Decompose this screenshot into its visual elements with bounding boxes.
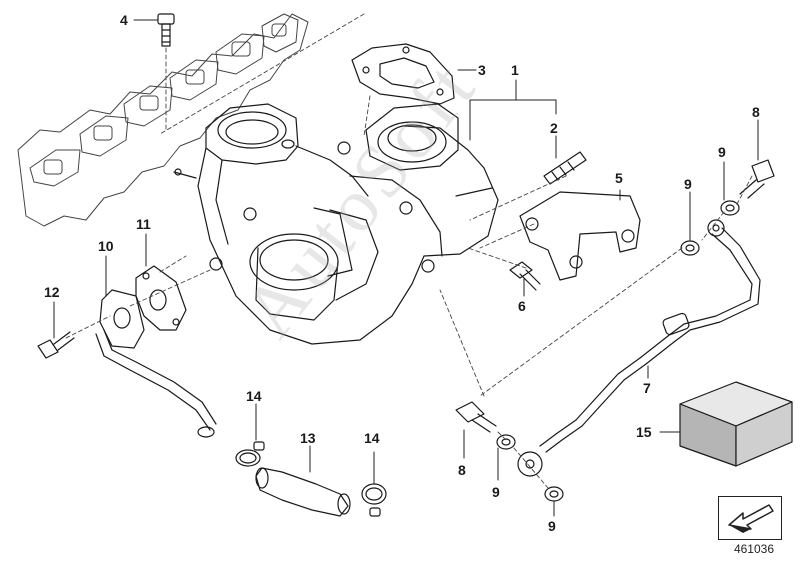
callout-14-left: 14	[246, 388, 262, 404]
callout-10: 10	[98, 238, 114, 254]
callout-12: 12	[44, 284, 60, 300]
callout-5: 5	[615, 170, 623, 186]
leader-lines	[53, 19, 759, 517]
exhaust-manifold	[17, 13, 309, 227]
document-number: 461036	[733, 542, 774, 556]
callout-13: 13	[300, 430, 316, 446]
bolt-12	[37, 331, 75, 359]
repair-kit-box-15	[679, 381, 793, 467]
gasket-11	[135, 265, 187, 331]
stud-2	[543, 151, 587, 185]
bracket-5	[519, 191, 641, 281]
callout-9-mid: 9	[684, 176, 692, 192]
callout-9-right: 9	[718, 144, 726, 160]
callout-6: 6	[518, 298, 526, 314]
bolt-8-bottom	[455, 401, 497, 433]
callout-7: 7	[643, 380, 651, 396]
gasket-3	[351, 43, 455, 105]
turbocharger	[173, 103, 499, 345]
callout-2: 2	[550, 120, 558, 136]
bolt-4	[157, 13, 175, 47]
callout-1: 1	[511, 62, 519, 78]
callout-9-lower: 9	[492, 484, 500, 500]
callout-8-bottom: 8	[458, 462, 466, 478]
assembly-lines	[65, 13, 753, 489]
bolt-6	[509, 261, 541, 291]
arrow-down-left-icon	[728, 504, 774, 533]
callout-11: 11	[136, 216, 151, 232]
callout-8-right: 8	[752, 104, 760, 120]
callout-9-bottom: 9	[548, 518, 556, 534]
next-page-button[interactable]	[718, 496, 782, 540]
callout-14-right: 14	[364, 430, 380, 446]
oil-pipe-10	[95, 289, 217, 438]
bolt-8-right	[739, 159, 775, 199]
washers-9	[496, 200, 740, 502]
clamps-14	[235, 441, 387, 517]
callout-15: 15	[636, 424, 652, 440]
oil-pipe-7	[517, 219, 761, 477]
hose-13	[255, 467, 351, 517]
callout-3: 3	[478, 62, 486, 78]
callout-4: 4	[120, 12, 128, 28]
